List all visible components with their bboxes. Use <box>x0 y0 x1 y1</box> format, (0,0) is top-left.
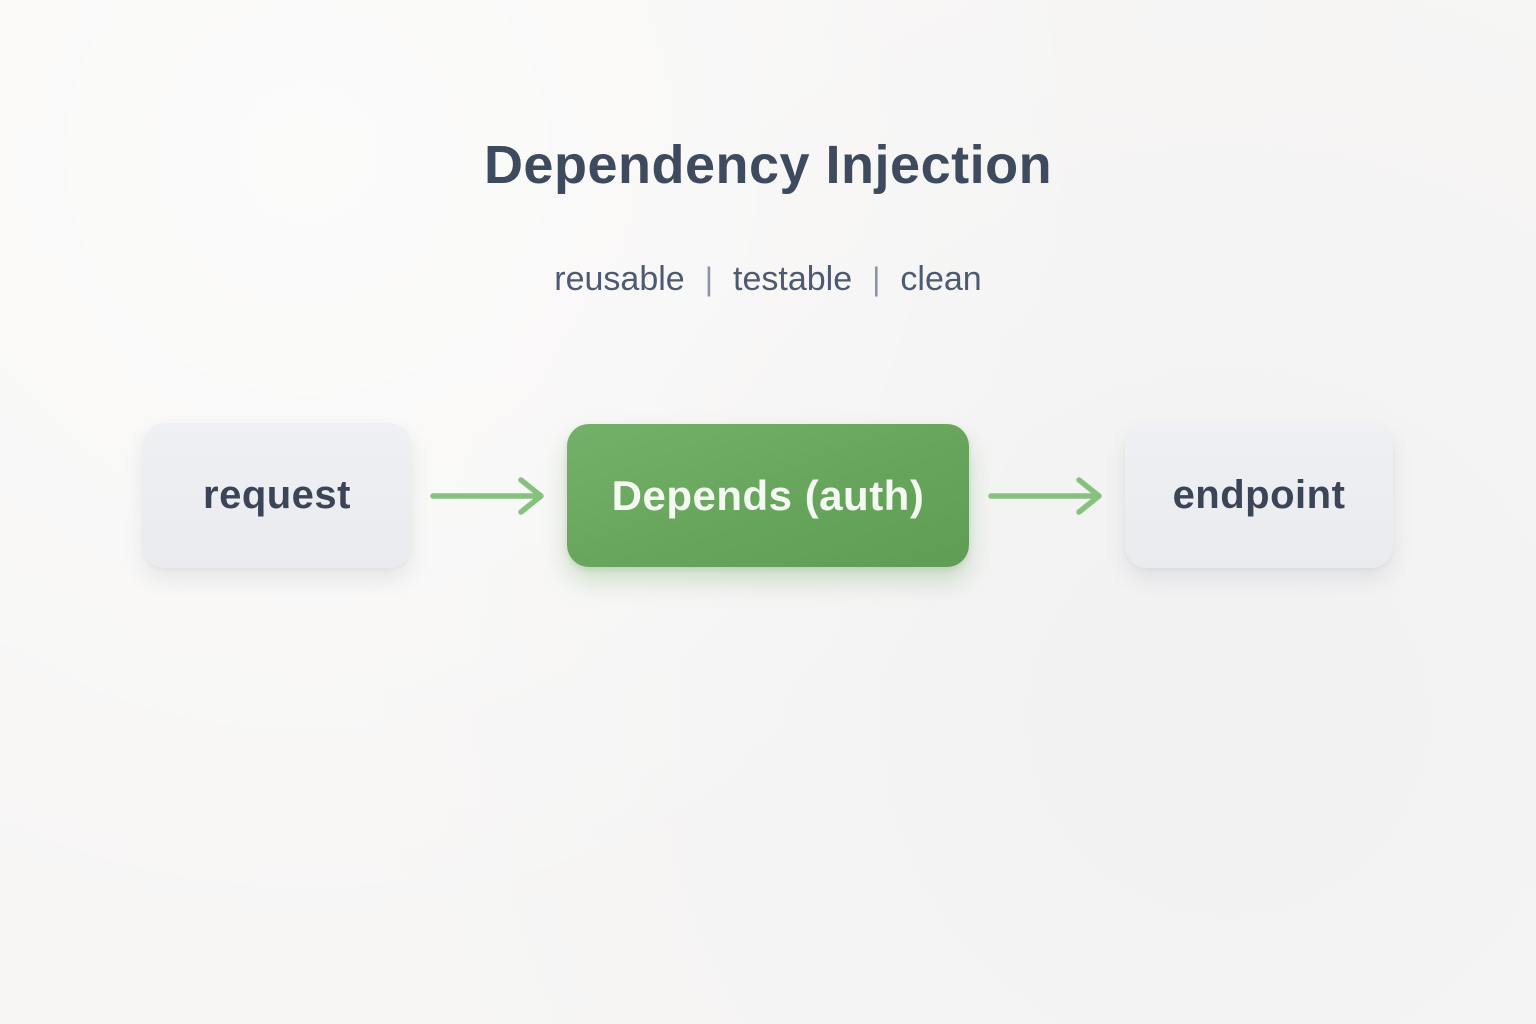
subtitle-item-clean: clean <box>900 260 982 298</box>
arrow-right-icon <box>987 472 1107 520</box>
arrow-right-icon <box>429 472 549 520</box>
flow-diagram: request Depends (auth) endpoint <box>143 423 1393 568</box>
subtitle-separator: | <box>704 261 714 297</box>
node-request-label: request <box>203 473 351 517</box>
node-endpoint-label: endpoint <box>1172 473 1346 517</box>
node-request: request <box>143 423 411 568</box>
subtitle-separator: | <box>872 261 881 297</box>
node-depends-auth: Depends (auth) <box>567 424 969 567</box>
node-endpoint: endpoint <box>1125 423 1393 568</box>
node-depends-auth-label: Depends (auth) <box>611 471 925 519</box>
subtitle: reusable | testable | clean <box>554 260 981 299</box>
subtitle-item-testable: testable <box>733 260 853 298</box>
page-title: Dependency Injection <box>483 135 1053 195</box>
subtitle-item-reusable: reusable <box>554 260 685 298</box>
